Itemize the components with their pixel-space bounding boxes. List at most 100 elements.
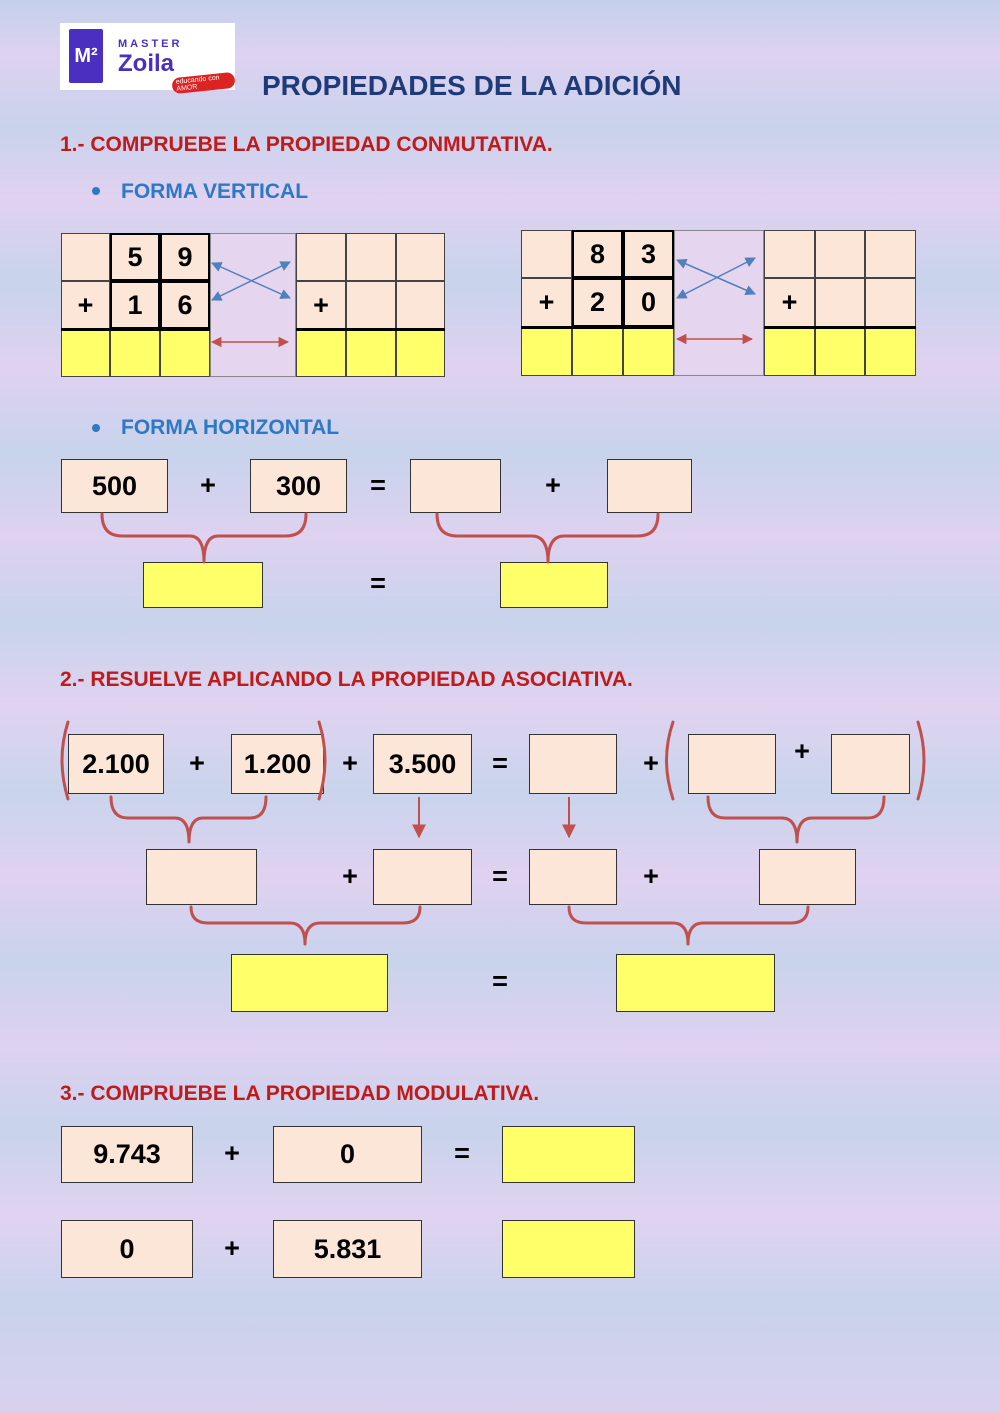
plus-sign-cell: + <box>296 281 346 329</box>
answer-cell[interactable] <box>764 230 815 278</box>
logo-master-text: MASTER <box>118 38 183 50</box>
answer-cell[interactable] <box>815 230 865 278</box>
section2-heading: 2.- RESUELVE APLICANDO LA PROPIEDAD ASOC… <box>60 668 633 691</box>
plus-sign-cell: + <box>61 281 110 329</box>
plus-sign: + <box>545 470 561 500</box>
grouping-bracket <box>100 512 308 564</box>
answer-box[interactable] <box>529 734 617 794</box>
left-parenthesis <box>665 720 675 801</box>
plus-sign: + <box>643 861 659 891</box>
answer-cell[interactable] <box>396 233 445 281</box>
plus-sign: + <box>189 748 205 778</box>
right-parenthesis <box>916 720 926 801</box>
answer-cell[interactable] <box>160 329 210 377</box>
equals-sign: = <box>370 470 386 500</box>
plus-sign: + <box>643 748 659 778</box>
digit-cell: 2 <box>572 278 623 327</box>
digit-cell: 5 <box>110 233 160 281</box>
answer-box[interactable] <box>373 849 472 905</box>
addend-box: 2.100 <box>68 734 164 794</box>
plus-sign: + <box>342 748 358 778</box>
sum-answer-box[interactable] <box>502 1126 635 1183</box>
grouping-bracket <box>706 795 886 844</box>
answer-cell[interactable] <box>865 278 916 327</box>
page-title: PROPIEDADES DE LA ADICIÓN <box>262 70 682 101</box>
logo-mark: M² <box>69 29 103 83</box>
grouping-bracket <box>567 905 810 946</box>
vertical-problem-b: 8 3 + 2 0 + <box>521 230 916 376</box>
digit-cell: 9 <box>160 233 210 281</box>
answer-cell[interactable] <box>815 327 865 376</box>
answer-box[interactable] <box>759 849 856 905</box>
digit-cell: 8 <box>572 230 623 278</box>
plus-sign: + <box>224 1138 240 1168</box>
answer-cell[interactable] <box>346 281 396 329</box>
equals-sign: = <box>492 748 508 778</box>
arrow-area <box>674 230 764 376</box>
addend-box: 3.500 <box>373 734 472 794</box>
answer-cell[interactable] <box>296 233 346 281</box>
sum-answer-box[interactable] <box>616 954 775 1012</box>
plus-sign-cell: + <box>521 278 572 327</box>
sum-line <box>521 326 674 329</box>
grouping-bracket <box>109 795 268 844</box>
addend-box: 0 <box>273 1126 422 1183</box>
grouping-bracket <box>435 512 660 564</box>
answer-cell[interactable] <box>572 327 623 376</box>
swap-arrows-icon <box>676 257 756 299</box>
answer-cell[interactable] <box>815 278 865 327</box>
logo: M² MASTER Zoila educando con AMOR <box>60 23 236 95</box>
grid-cell-empty <box>521 230 572 278</box>
addend-box: 5.831 <box>273 1220 422 1278</box>
sum-line <box>764 326 916 329</box>
answer-cell[interactable] <box>865 230 916 278</box>
answer-cell[interactable] <box>346 233 396 281</box>
digit-cell: 6 <box>160 281 210 329</box>
plus-sign: + <box>794 736 810 766</box>
answer-box[interactable] <box>607 459 692 513</box>
addend-box: 300 <box>250 459 347 513</box>
equals-sign: = <box>492 966 508 996</box>
bullet-icon <box>92 187 100 195</box>
plus-sign-cell: + <box>764 278 815 327</box>
answer-cell[interactable] <box>396 329 445 377</box>
section3-heading: 3.- COMPRUEBE LA PROPIEDAD MODULATIVA. <box>60 1082 540 1105</box>
answer-box[interactable] <box>831 734 910 794</box>
right-parenthesis <box>317 720 327 801</box>
answer-cell[interactable] <box>110 329 160 377</box>
answer-box[interactable] <box>146 849 257 905</box>
vertical-problem-a: 5 9 + 1 6 + <box>61 233 445 377</box>
answer-cell[interactable] <box>764 327 815 376</box>
equals-sign: = <box>492 861 508 891</box>
digit-cell: 0 <box>623 278 674 327</box>
plus-sign: + <box>224 1233 240 1263</box>
vertical-label: FORMA VERTICAL <box>121 180 309 203</box>
sum-line <box>296 328 445 331</box>
digit-cell: 3 <box>623 230 674 278</box>
answer-box[interactable] <box>688 734 776 794</box>
grouping-bracket <box>189 905 422 946</box>
answer-cell[interactable] <box>346 329 396 377</box>
logo-name-text: Zoila <box>118 50 175 77</box>
answer-box[interactable] <box>529 849 617 905</box>
plus-sign: + <box>342 861 358 891</box>
grid-cell-empty <box>61 233 110 281</box>
left-parenthesis <box>60 720 70 801</box>
sum-answer-box[interactable] <box>502 1220 635 1278</box>
sum-answer-box[interactable] <box>231 954 388 1012</box>
equals-sign: = <box>454 1138 470 1168</box>
addend-box: 0 <box>61 1220 193 1278</box>
arrow-area <box>210 233 296 377</box>
addend-box: 500 <box>61 459 168 513</box>
addend-box: 9.743 <box>61 1126 193 1183</box>
equals-sign: = <box>370 568 386 598</box>
sum-line <box>61 328 210 331</box>
horizontal-label: FORMA HORIZONTAL <box>121 416 340 439</box>
sum-answer-box[interactable] <box>500 562 608 608</box>
bullet-icon <box>92 424 100 432</box>
sum-answer-box[interactable] <box>143 562 263 608</box>
answer-box[interactable] <box>410 459 501 513</box>
answer-cell[interactable] <box>296 329 346 377</box>
swap-arrows-icon <box>211 261 291 301</box>
